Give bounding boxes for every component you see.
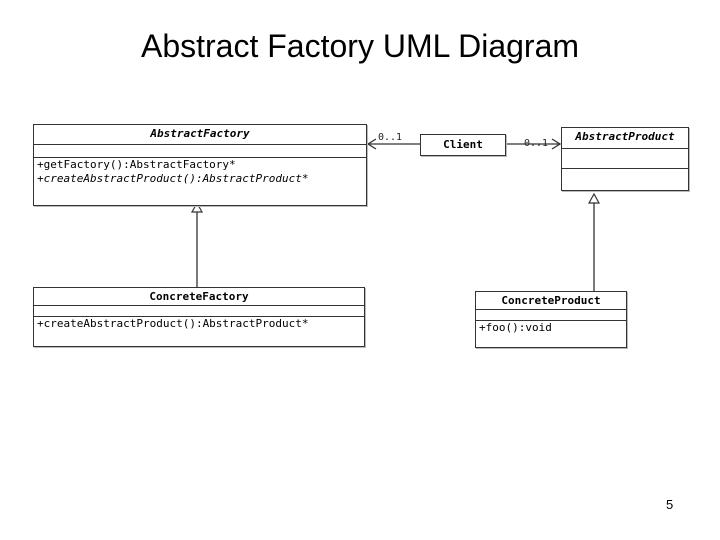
concrete-product-class: ConcreteProduct +foo():void — [475, 291, 627, 348]
abstract-product-attributes — [562, 149, 688, 169]
concrete-factory-operations: +createAbstractProduct():AbstractProduct… — [34, 317, 364, 331]
client-class: Client — [420, 134, 506, 156]
concrete-factory-name: ConcreteFactory — [34, 288, 364, 306]
generalization-arrowhead-product — [587, 192, 601, 204]
abstract-factory-attributes — [34, 145, 366, 158]
abstract-product-class: AbstractProduct — [561, 127, 689, 191]
abstract-factory-operation: +createAbstractProduct():AbstractProduct… — [37, 172, 309, 185]
concrete-product-operations: +foo():void — [476, 321, 626, 335]
abstract-factory-operation: +getFactory():AbstractFactory* — [37, 158, 236, 171]
page-number: 5 — [666, 497, 674, 512]
abstract-factory-operations: +getFactory():AbstractFactory* +createAb… — [34, 158, 366, 186]
abstract-factory-name: AbstractFactory — [34, 125, 366, 145]
client-name: Client — [443, 138, 483, 151]
concrete-factory-operation: +createAbstractProduct():AbstractProduct… — [37, 317, 309, 330]
association-arrowhead-factory — [366, 138, 377, 150]
abstract-product-name: AbstractProduct — [562, 128, 688, 149]
generalization-arrowhead-factory — [190, 201, 204, 213]
association-arrowhead-product — [551, 138, 562, 150]
multiplicity-product: 0..1 — [524, 138, 549, 149]
concrete-product-attributes — [476, 310, 626, 321]
concrete-factory-class: ConcreteFactory +createAbstractProduct()… — [33, 287, 365, 347]
multiplicity-factory: 0..1 — [378, 132, 403, 143]
concrete-factory-attributes — [34, 306, 364, 317]
abstract-factory-class: AbstractFactory +getFactory():AbstractFa… — [33, 124, 367, 206]
concrete-product-operation: +foo():void — [479, 321, 552, 334]
slide-title: Abstract Factory UML Diagram — [140, 28, 580, 64]
concrete-product-name: ConcreteProduct — [476, 292, 626, 310]
